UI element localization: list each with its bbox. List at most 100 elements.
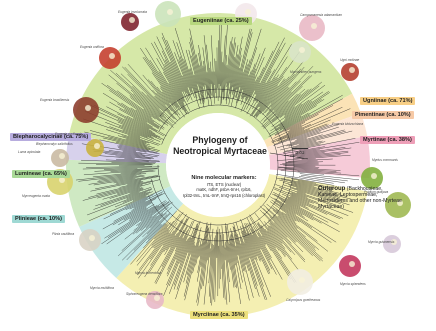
tree-branch [183,244,195,283]
tree-branch [272,215,323,262]
tree-branch [138,222,178,279]
tree-branch [103,198,148,220]
tree-branch [149,213,187,273]
tree-branch [289,122,306,130]
label-plinieae: Plinieae (ca. 10%) [12,215,65,223]
tree-branch [130,107,164,130]
tree-branch [263,212,288,238]
tree-branch [144,219,183,278]
tree-branch [84,131,160,151]
scale-bar-line [292,148,308,149]
tree-branch [117,146,147,153]
tree-branch [251,74,279,115]
tree-branch [174,52,189,88]
tree-branch [296,150,349,157]
species-label: Myrcia guianensis [368,240,395,244]
tree-branch [241,70,252,100]
tree-branch [283,184,350,206]
tree-branch [198,44,206,85]
species-photo [289,41,311,63]
tree-branch [259,205,297,243]
tree-branch [153,96,176,120]
species-label: Eugenia klotzschiana [332,122,364,126]
tree-branch [263,208,313,256]
tree-branch [195,238,202,266]
tree-branch [233,55,242,93]
tree-branch [273,192,339,225]
tree-branch [235,71,244,98]
tree-branch [257,223,283,259]
tree-branch [263,204,316,251]
tree-branch [256,223,297,283]
species-label: Campomanesia adamantium [300,13,343,17]
tree-branch [219,23,222,98]
tree-branch [246,217,271,261]
phylogenetic-tree [75,23,360,306]
tree-branch [247,50,274,103]
tree-branch [82,166,160,170]
tree-branch [292,183,352,200]
tree-branch [133,118,158,132]
tree-branch [230,68,240,107]
tree-branch [156,92,173,112]
tree-branch [274,222,304,253]
tree-branch [235,246,239,256]
tree-branch [252,225,272,258]
tree-branch [244,223,262,261]
tree-branch [162,233,172,246]
tree-branch [147,224,163,240]
tree-branch [296,192,354,213]
tree-branch [124,118,156,134]
tree-branch [249,214,291,280]
tree-branch [291,138,307,144]
tree-branch [149,59,177,101]
figure-title: Phylogeny of Neotropical Myrtaceae [173,135,267,156]
tree-branch [244,242,250,258]
tree-branch [145,222,165,244]
tree-branch [231,232,243,283]
scale-bar: 0.03 [288,148,312,155]
tree-branch [105,159,149,163]
tree-branch [274,105,334,136]
tree-branch [231,47,242,95]
label-pimentinae: Pimentinae (ca. 10%) [352,111,414,119]
tree-branch [284,91,324,119]
tree-branch [140,48,182,110]
tree-branch [284,114,319,132]
markers-line1: ITS, ETS (nuclear) [206,181,242,187]
tree-branch [104,153,154,159]
tree-branch [283,146,325,154]
tree-branch [225,223,235,288]
tree-branch [161,37,187,94]
tree-branch [108,150,158,158]
tree-branch [219,228,221,280]
tree-branch [117,187,141,195]
tree-branch [106,201,167,245]
tree-branch [235,64,248,104]
markers-box: Nine molecular markers: ITS, ETS (nuclea… [164,175,284,198]
tree-branch [294,149,320,154]
tree-branch [101,82,153,119]
tree-branch [203,35,212,106]
tree-branch [301,174,348,182]
tree-branch [115,155,151,160]
tree-branch [104,206,154,239]
tree-branch [164,233,178,256]
tree-branch [225,240,229,263]
label-lumineae: Lumineae (ca. 65%) [12,170,70,178]
tree-branch [115,141,159,152]
tree-branch [286,196,306,207]
tree-branch [280,200,322,224]
tree-branch [112,202,152,226]
species-photo [155,1,181,27]
tree-branch [288,192,349,216]
outgroup-label: Outgroup (Backhousieae, Kanieae, Leptosp… [318,186,404,210]
tree-branch [161,50,183,92]
tree-branch [284,143,321,152]
tree-branch [276,177,315,187]
tree-branch [237,233,246,265]
tree-branch [85,111,161,142]
tree-branch [268,225,292,253]
species-photo [361,167,383,189]
tree-branch [88,179,160,198]
